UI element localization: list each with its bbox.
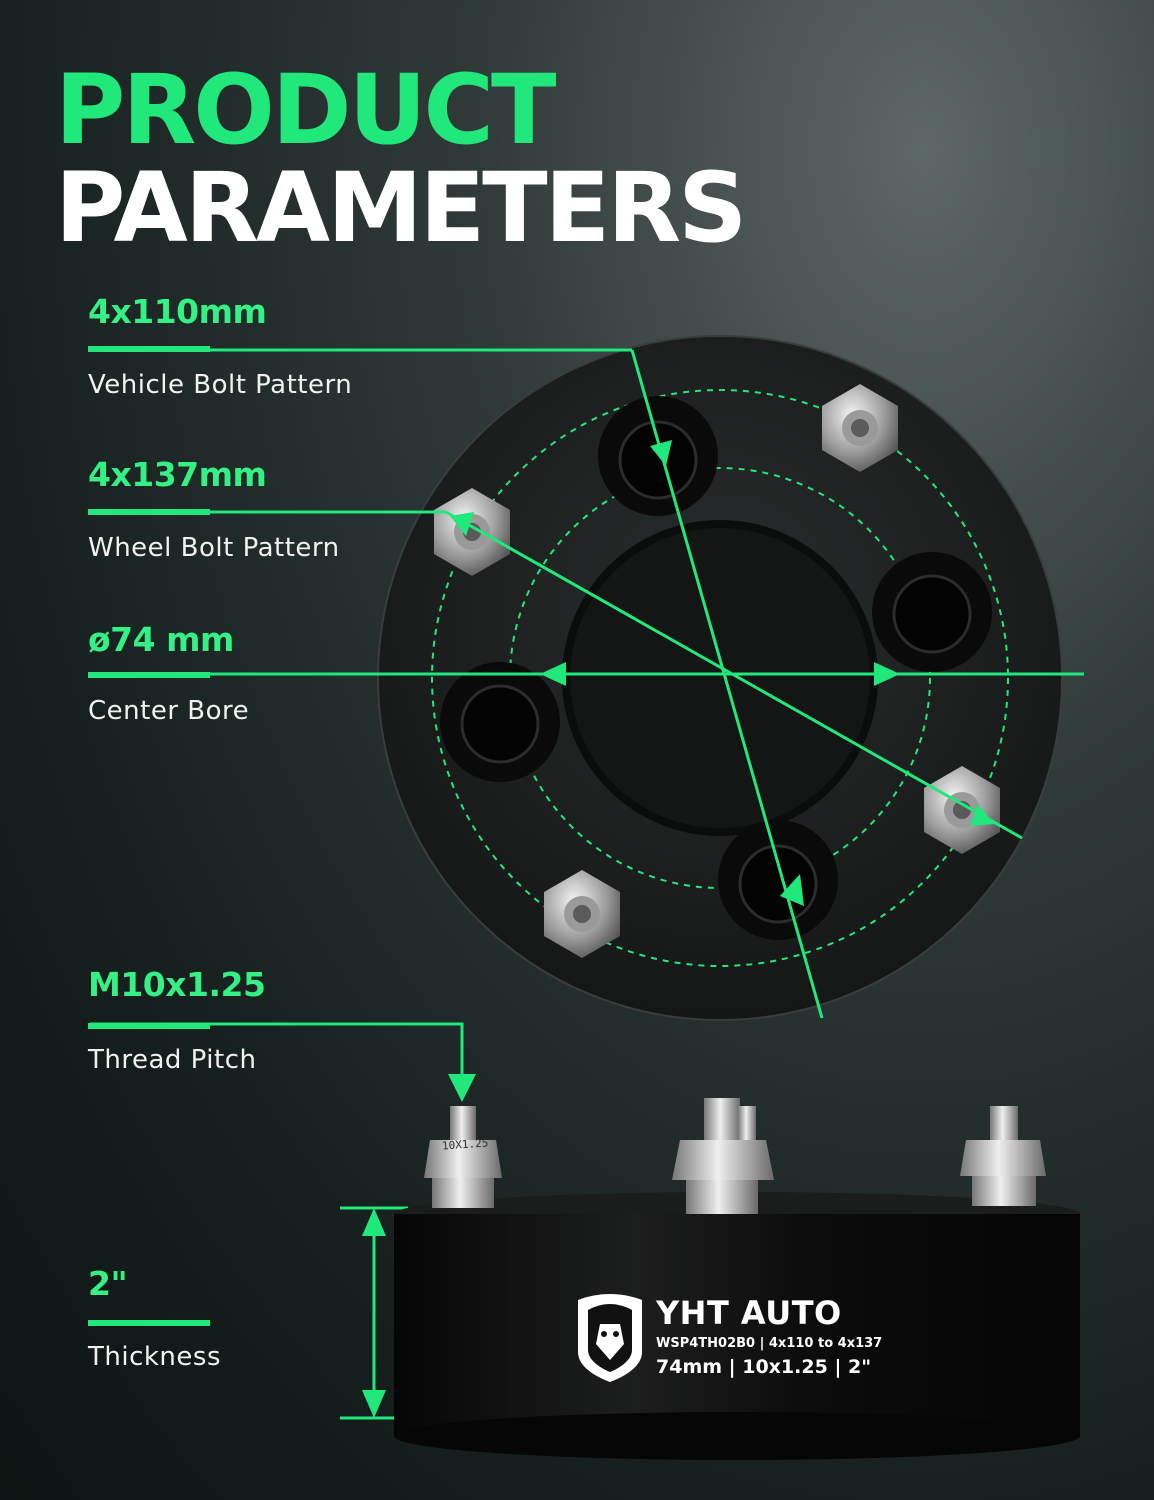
spec-label: Center Bore [88, 696, 250, 726]
model-number: WSP4TH02B0 [656, 1336, 756, 1351]
spec-label: Thickness [88, 1342, 222, 1372]
spec-underline [88, 509, 210, 515]
separator: | [759, 1336, 769, 1351]
spec-label: Wheel Bolt Pattern [88, 533, 340, 563]
spacer-side-view [394, 1098, 1080, 1460]
lug-nuts [434, 384, 1000, 958]
separator: | [834, 1356, 848, 1378]
spec-center-bore: ø74 mm Center Bore [88, 620, 249, 726]
spec-label: Vehicle Bolt Pattern [88, 370, 353, 400]
studs [424, 1098, 1046, 1214]
spec-value: ø74 mm [88, 620, 234, 659]
arrow-heads [362, 440, 994, 1418]
spacer-top-view [377, 335, 1063, 1021]
bore-size: 74mm [656, 1356, 723, 1378]
spec-vehicle-bolt-pattern: 4x110mm Vehicle Bolt Pattern [88, 292, 352, 400]
spec-underline [88, 1023, 210, 1029]
thickness-size: 2" [848, 1356, 872, 1378]
brand-model-line: WSP4TH02B0 | 4x110 to 4x137 [656, 1336, 882, 1351]
spec-value: 4x110mm [88, 292, 267, 331]
brand-spec-line: 74mm | 10x1.25 | 2" [656, 1356, 871, 1378]
spec-value: M10x1.25 [88, 965, 266, 1004]
bolt-conversion: 4x110 to 4x137 [768, 1336, 883, 1351]
spec-underline [88, 1320, 210, 1326]
brand-name: YHT AUTO [656, 1294, 842, 1332]
spec-thread-pitch: M10x1.25 Thread Pitch [88, 965, 266, 1075]
thread-size: 10x1.25 [742, 1356, 828, 1378]
spec-value: 2" [88, 1264, 128, 1303]
spec-wheel-bolt-pattern: 4x137mm Wheel Bolt Pattern [88, 455, 339, 563]
separator: | [728, 1356, 743, 1378]
spec-underline [88, 672, 210, 678]
spec-thickness: 2" Thickness [88, 1264, 221, 1372]
heading-line2: PARAMETERS [55, 152, 747, 264]
spec-label: Thread Pitch [88, 1045, 257, 1075]
heading-line1: PRODUCT [55, 54, 556, 166]
spec-underline [88, 346, 210, 352]
spec-value: 4x137mm [88, 455, 267, 494]
brand-logo [578, 1294, 642, 1382]
